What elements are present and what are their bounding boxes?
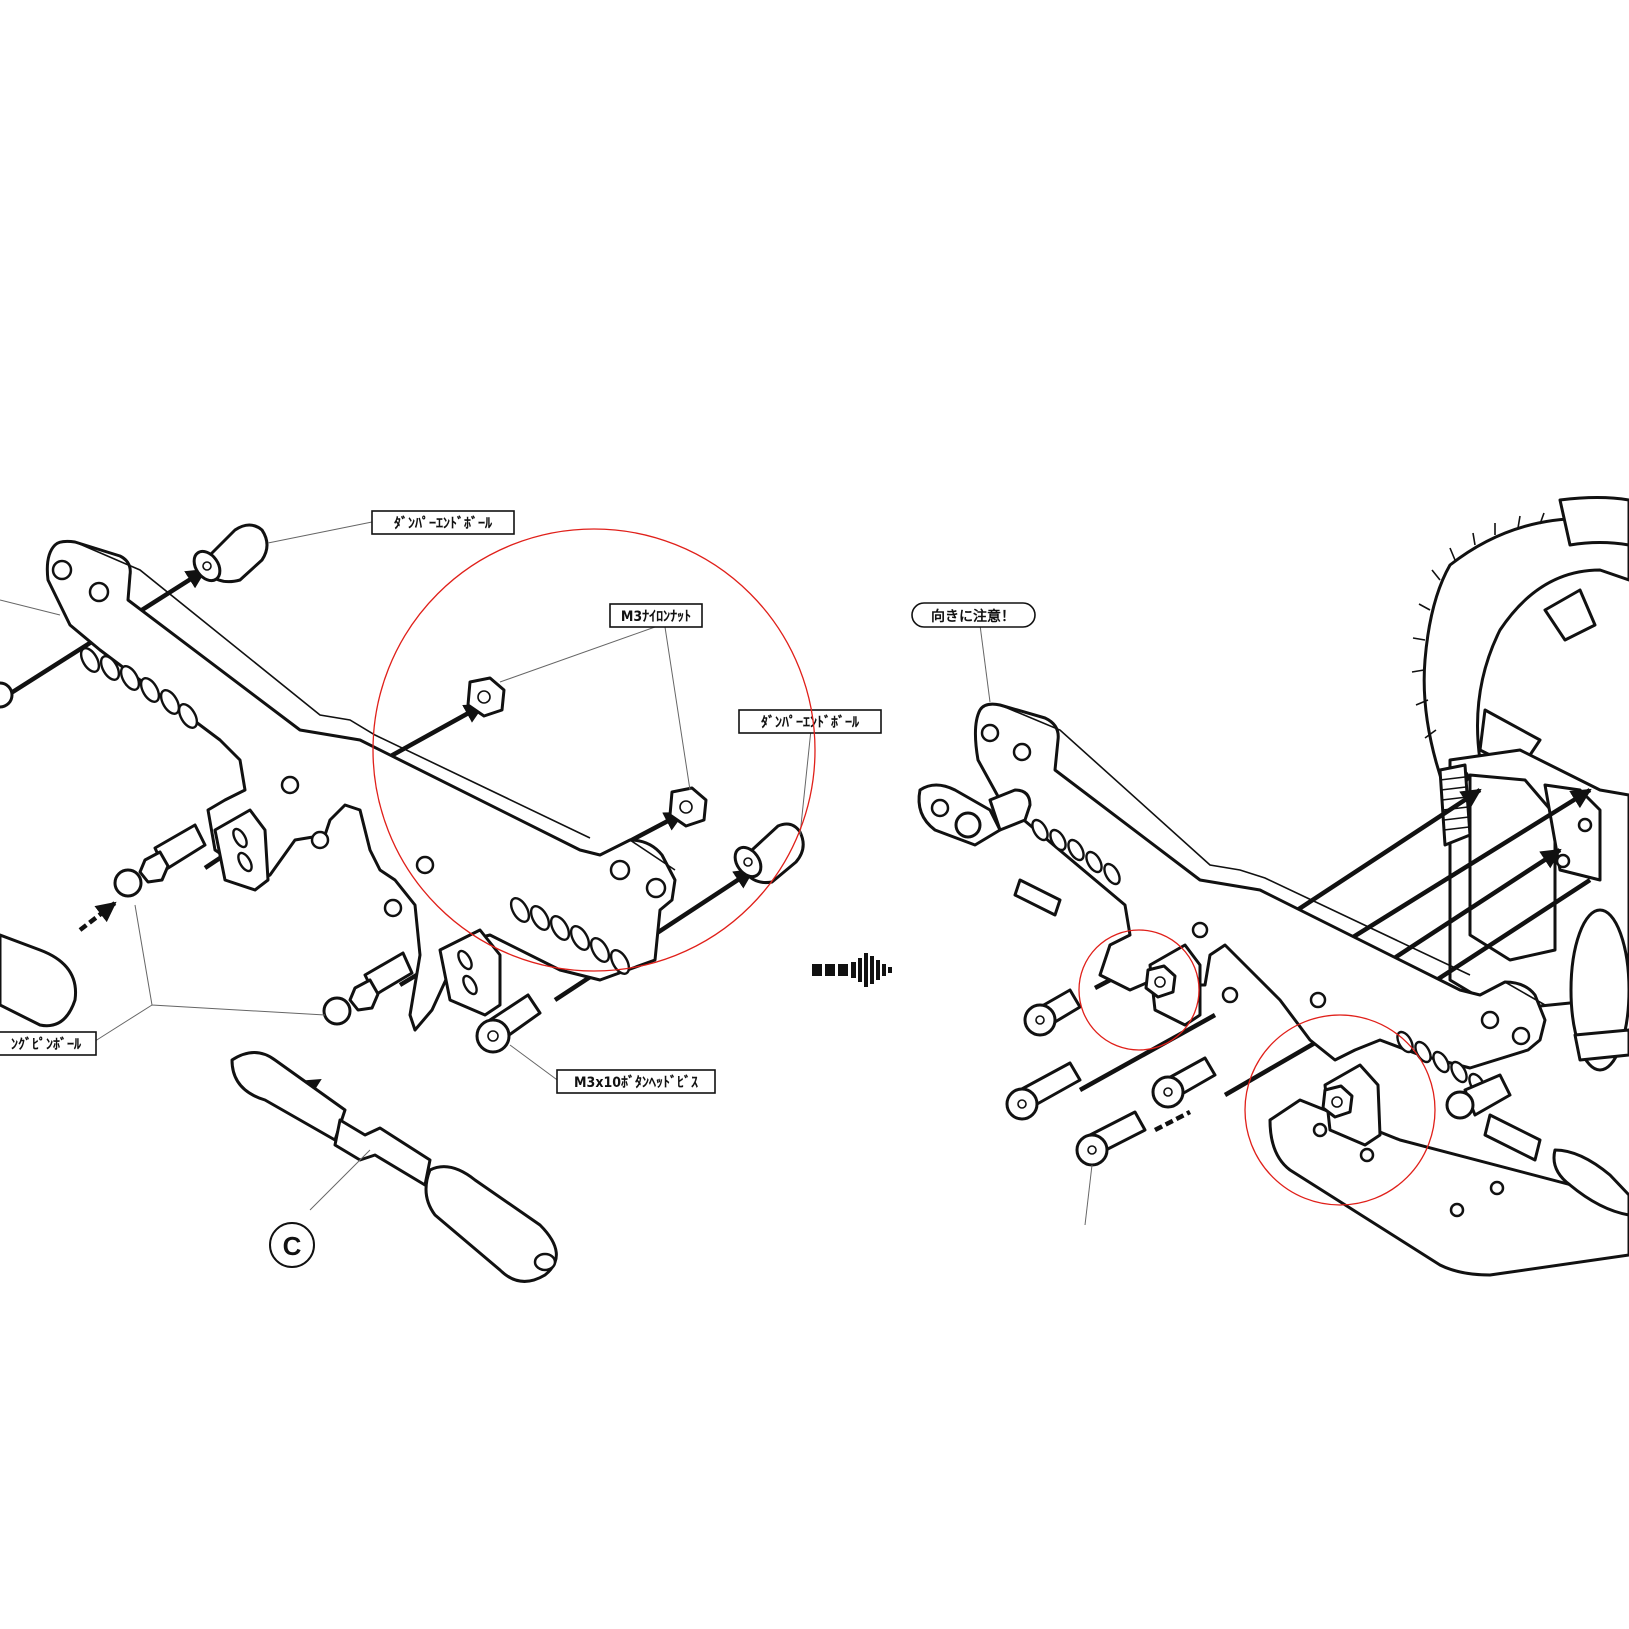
leader-screw xyxy=(509,1044,561,1083)
axle-stub xyxy=(1573,1028,1629,1062)
plate-hole xyxy=(1191,921,1209,939)
rod-r6 xyxy=(1078,1013,1217,1092)
right-installed-assembly: 向きに注意！ xyxy=(911,496,1629,1277)
plate-hole xyxy=(383,898,403,918)
m3-nylon-nut-upper xyxy=(466,676,506,718)
svg-text:M3x10ﾎﾞﾀﾝﾍｯﾄﾞﾋﾞｽ: M3x10ﾎﾞﾀﾝﾍｯﾄﾞﾋﾞｽ xyxy=(574,1074,698,1091)
rod-nut-upper xyxy=(378,703,485,764)
shock-tower-installed-edge xyxy=(999,704,1546,1006)
svg-text:向きに注意！: 向きに注意！ xyxy=(931,608,1015,625)
label-orientation-note: 向きに注意！ xyxy=(911,602,1036,628)
svg-text:ﾝｸﾞﾋﾟﾝﾎﾞｰﾙ: ﾝｸﾞﾋﾟﾝﾎﾞｰﾙ xyxy=(11,1036,82,1053)
plate-hole xyxy=(415,855,435,875)
plate-edge xyxy=(74,541,676,871)
spur-gear xyxy=(1411,496,1629,792)
turnbuckle-left-partial xyxy=(0,933,78,1028)
leader-end-ball-right xyxy=(799,719,813,836)
left-exploded-assembly: ﾀﾞﾝﾊﾟｰｴﾝﾄﾞﾎﾞｰﾙ M3ﾅｲﾛﾝﾅｯﾄ ﾀﾞﾝﾊﾟｰｴﾝﾄﾞﾎﾞｰﾙ … xyxy=(0,510,882,1283)
leader-end-ball-top xyxy=(267,521,373,544)
plate-hole xyxy=(310,830,330,850)
shock-tower-installed xyxy=(973,702,1547,1070)
mount-block-left xyxy=(213,808,270,892)
svg-text:ﾀﾞﾝﾊﾟｰｴﾝﾄﾞﾎﾞｰﾙ: ﾀﾞﾝﾊﾟｰｴﾝﾄﾞﾎﾞｰﾙ xyxy=(761,714,860,731)
plate-hole xyxy=(1480,1010,1500,1030)
highlight-circle-mount-right xyxy=(1244,1014,1436,1206)
step-arrow-icon xyxy=(812,953,892,987)
rod-end-installed-left xyxy=(917,783,1062,917)
rod-r8 xyxy=(1153,1109,1192,1133)
plate-hole xyxy=(645,877,667,899)
mount-block-right xyxy=(438,928,502,1017)
rod-r7 xyxy=(1223,1038,1322,1097)
highlight-circle-nuts xyxy=(372,528,816,972)
rod-r1 xyxy=(1268,788,1482,930)
plate-hole xyxy=(1221,986,1239,1004)
highlight-circle-mount-left xyxy=(1078,929,1200,1051)
damper-slots-right xyxy=(509,897,631,975)
end-ball-installed-right xyxy=(1445,1073,1629,1217)
leader-nylon-nut xyxy=(499,609,691,791)
leader-pin-ball xyxy=(91,904,326,1044)
plate-hole xyxy=(88,581,110,603)
callout-c: C xyxy=(269,1222,315,1268)
installed-slots-left xyxy=(1031,818,1121,886)
chassis-hole xyxy=(1489,1180,1505,1196)
plate-hole xyxy=(1309,991,1327,1009)
leader-orientation-note xyxy=(979,624,991,703)
damper-end-ball-top xyxy=(192,523,269,584)
ball-end-left-partial xyxy=(0,681,14,709)
plate-hole xyxy=(980,723,1000,743)
leader-screw-installed xyxy=(1084,1164,1093,1226)
label-damper-end-ball-right: ﾀﾞﾝﾊﾟｰｴﾝﾄﾞﾎﾞｰﾙ xyxy=(738,709,882,734)
m3-nylon-nut-lower xyxy=(668,786,708,828)
svg-text:ﾀﾞﾝﾊﾟｰｴﾝﾄﾞﾎﾞｰﾙ: ﾀﾞﾝﾊﾟｰｴﾝﾄﾞﾎﾞｰﾙ xyxy=(394,515,493,532)
plate-hole xyxy=(609,859,631,881)
svg-text:C: C xyxy=(283,1231,302,1261)
turnbuckle-c xyxy=(230,1051,558,1283)
mount-block-installed-right xyxy=(1321,1063,1382,1147)
damper-end-ball-right xyxy=(733,822,805,884)
plate-hole xyxy=(1511,1026,1531,1046)
label-pin-ball: ﾝｸﾞﾋﾟﾝﾎﾞｰﾙ xyxy=(0,1031,97,1056)
screw-installed-4 xyxy=(1075,1110,1147,1167)
screw-installed-1 xyxy=(1023,988,1082,1037)
arrow-pin-ball-upper xyxy=(78,901,117,932)
chassis-hole xyxy=(1312,1122,1328,1138)
pin-ball-upper xyxy=(113,823,207,898)
plate-hole xyxy=(51,559,73,581)
plate-hole xyxy=(280,775,300,795)
screw-installed-3 xyxy=(1151,1056,1217,1109)
chassis-hole xyxy=(1359,1147,1375,1163)
leader-left-partial xyxy=(0,599,61,616)
screw-installed-2 xyxy=(1005,1061,1082,1121)
damper-slots-left xyxy=(79,647,199,729)
label-m3x10-button-head: M3x10ﾎﾞﾀﾝﾍｯﾄﾞﾋﾞｽ xyxy=(556,1069,716,1094)
leader-c xyxy=(309,1149,371,1211)
m3x10-button-head-screw xyxy=(475,993,542,1054)
shock-tower-plate xyxy=(45,539,677,1032)
chassis-hole xyxy=(1449,1202,1465,1218)
label-damper-end-ball-top: ﾀﾞﾝﾊﾟｰｴﾝﾄﾞﾎﾞｰﾙ xyxy=(371,510,515,535)
svg-text:M3ﾅｲﾛﾝﾅｯﾄ: M3ﾅｲﾛﾝﾅｯﾄ xyxy=(621,609,691,625)
plate-hole xyxy=(1012,742,1032,762)
pin-ball-lower xyxy=(322,951,414,1026)
label-m3-nylon-nut: M3ﾅｲﾛﾝﾅｯﾄ xyxy=(609,603,703,628)
mount-block-installed-left xyxy=(1144,943,1202,1027)
